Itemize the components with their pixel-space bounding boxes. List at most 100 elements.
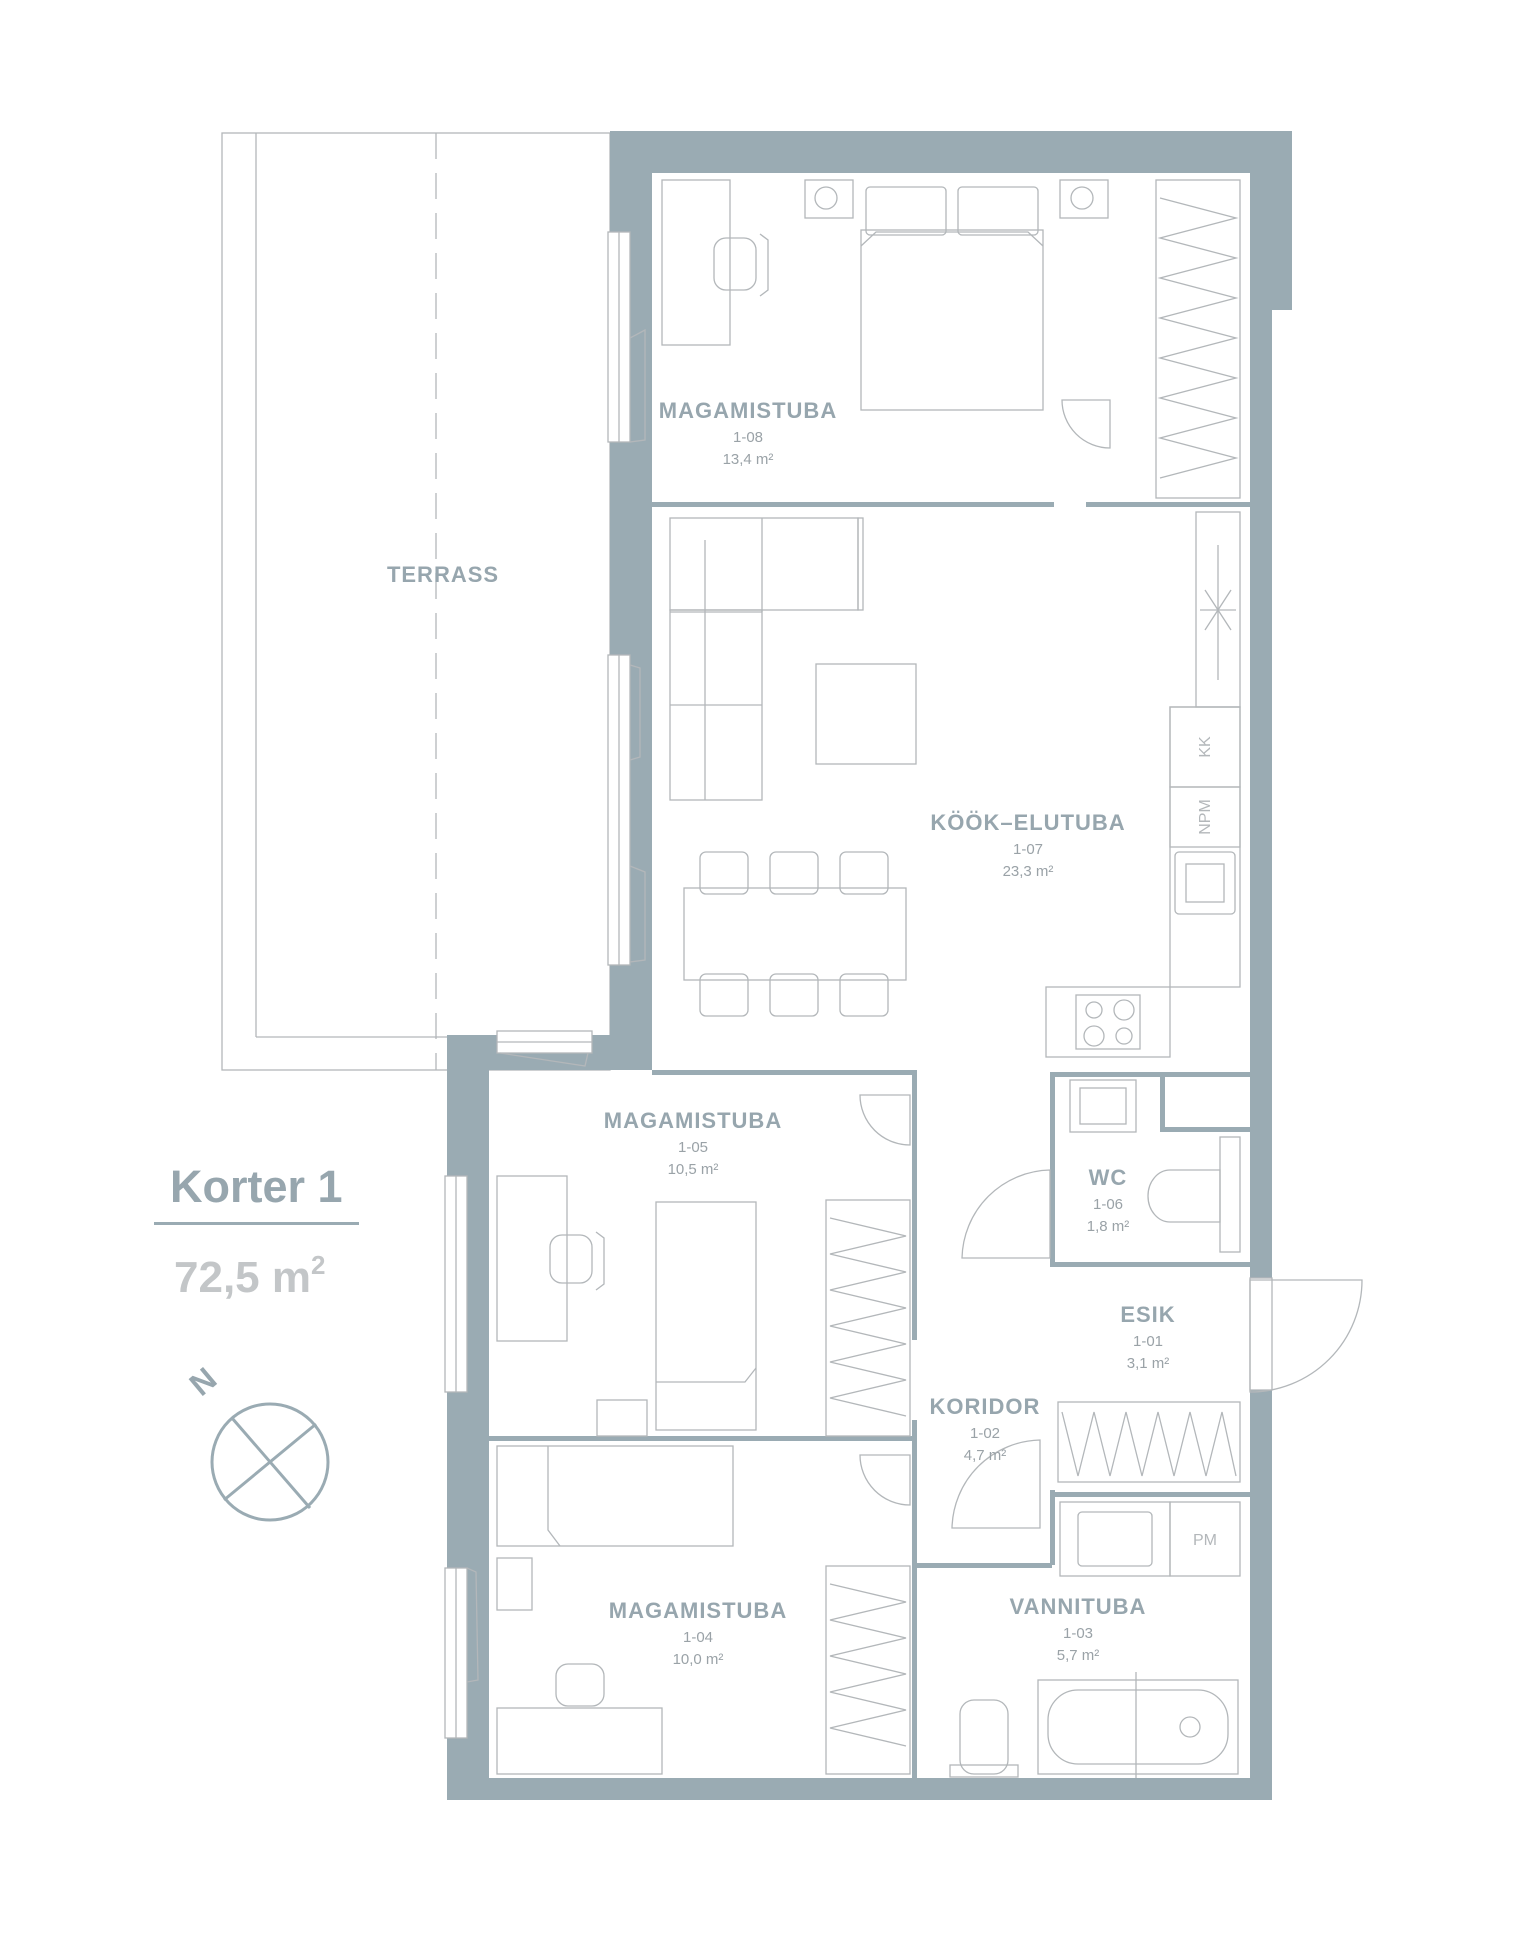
wall-kitchen-bottom — [652, 1070, 916, 1075]
svg-text:1-01: 1-01 — [1133, 1333, 1163, 1350]
bedroom-104-furniture — [496, 1445, 911, 1775]
toilet — [1147, 1169, 1221, 1223]
office-chair — [549, 1234, 593, 1284]
svg-text:MAGAMISTUBA: MAGAMISTUBA — [609, 1598, 787, 1623]
desk — [661, 179, 731, 346]
svg-text:1-02: 1-02 — [970, 1425, 1000, 1442]
bedroom-105-furniture — [496, 1094, 911, 1437]
wall-bedroom-108-bottom-right — [1086, 502, 1250, 507]
room-label-103: VANNITUBA 1-03 5,7 m² — [1010, 1594, 1147, 1664]
desk — [496, 1707, 663, 1775]
door-swing-corridor — [951, 1439, 1041, 1529]
bathroom-toilet — [959, 1699, 1009, 1775]
svg-text:1-04: 1-04 — [683, 1629, 713, 1646]
nightstand — [596, 1399, 648, 1437]
fridge-label: KK — [1197, 736, 1214, 758]
wall-bath-top — [1050, 1492, 1250, 1497]
svg-text:13,4 m²: 13,4 m² — [723, 451, 774, 468]
washing-machine-label: PM — [1193, 1532, 1217, 1549]
washing-machine — [1169, 1501, 1241, 1577]
apartment-info: Korter 1 72,5 m2 — [154, 1161, 359, 1302]
wardrobe — [1155, 179, 1241, 499]
room-label-104: MAGAMISTUBA 1-04 10,0 m² — [609, 1598, 787, 1668]
room-label-108: MAGAMISTUBA 1-08 13,4 m² — [659, 398, 837, 468]
kitchen-sink — [1174, 851, 1236, 915]
wall-shaft-bottom — [1160, 1127, 1250, 1132]
apartment-total-area: 72,5 m2 — [174, 1250, 325, 1302]
wardrobe — [825, 1199, 911, 1437]
dining-chairs — [699, 851, 889, 1017]
room-label-106: WC 1-06 1,8 m² — [1087, 1165, 1130, 1235]
single-bed — [655, 1201, 757, 1431]
wall-bedroom-105-bottom — [489, 1436, 916, 1441]
coffee-table — [815, 663, 917, 765]
door-swing-104 — [859, 1454, 911, 1506]
nightstand — [496, 1557, 533, 1611]
cooktop — [1075, 994, 1141, 1050]
door-swing-entrance — [1249, 1279, 1363, 1393]
wall-shaft-left — [1160, 1072, 1165, 1130]
title-underline — [154, 1222, 359, 1225]
svg-text:1-07: 1-07 — [1013, 841, 1043, 858]
shower-drain — [1179, 1716, 1201, 1738]
svg-text:MAGAMISTUBA: MAGAMISTUBA — [604, 1108, 782, 1133]
wall-bath-left-upper — [1050, 1490, 1055, 1565]
room-labels: MAGAMISTUBA 1-08 13,4 m² KÖÖK–ELUTUBA 1-… — [604, 398, 1175, 1668]
entrance-door-frame — [1249, 1277, 1273, 1391]
north-label: N — [183, 1360, 224, 1402]
wc-sink — [1069, 1079, 1137, 1133]
dining-table — [683, 887, 907, 981]
svg-text:1-08: 1-08 — [733, 429, 763, 446]
washbasin-counter — [1059, 1501, 1171, 1577]
bedroom-108-furniture — [661, 179, 1241, 499]
hall-wardrobe — [1057, 1401, 1241, 1483]
office-chair — [555, 1663, 605, 1707]
desk — [496, 1175, 568, 1342]
single-bed — [496, 1445, 734, 1547]
svg-text:KORIDOR: KORIDOR — [930, 1394, 1041, 1419]
nightstand-lamp-right — [1070, 186, 1094, 210]
svg-text:1-06: 1-06 — [1093, 1196, 1123, 1213]
walls — [447, 131, 1292, 1800]
terrace-label: TERRASS — [387, 562, 499, 587]
terrace: TERRASS — [221, 132, 611, 1071]
compass: N — [183, 1360, 330, 1522]
nightstand-lamp-left — [814, 186, 838, 210]
svg-text:KÖÖK–ELUTUBA: KÖÖK–ELUTUBA — [930, 810, 1125, 835]
wall-wc-bottom — [1050, 1262, 1250, 1267]
room-label-107: KÖÖK–ELUTUBA 1-07 23,3 m² — [930, 810, 1125, 880]
dishwasher-label: NPM — [1197, 799, 1214, 835]
svg-text:VANNITUBA: VANNITUBA — [1010, 1594, 1147, 1619]
washbasin — [1077, 1511, 1153, 1567]
svg-text:23,3 m²: 23,3 m² — [1003, 863, 1054, 880]
wall-corridor-left-upper — [912, 1070, 917, 1340]
entrance-fixtures — [1057, 1277, 1363, 1483]
wall-corridor-left-lower — [912, 1420, 917, 1778]
svg-text:1-03: 1-03 — [1063, 1625, 1093, 1642]
svg-text:ESIK: ESIK — [1120, 1302, 1175, 1327]
svg-text:10,0 m²: 10,0 m² — [673, 1651, 724, 1668]
room-label-101: ESIK 1-01 3,1 m² — [1120, 1302, 1175, 1372]
wc-fixtures — [961, 1079, 1241, 1259]
svg-text:MAGAMISTUBA: MAGAMISTUBA — [659, 398, 837, 423]
wall-bedroom-108-bottom-left — [652, 502, 1054, 507]
office-chair — [713, 237, 757, 291]
room-label-105: MAGAMISTUBA 1-05 10,5 m² — [604, 1108, 782, 1178]
svg-text:4,7 m²: 4,7 m² — [964, 1447, 1007, 1464]
svg-text:10,5 m²: 10,5 m² — [668, 1161, 719, 1178]
door-swing-108 — [1061, 399, 1111, 449]
windows — [444, 231, 646, 1739]
toilet-tank — [1219, 1136, 1241, 1253]
corridor-doors — [859, 1439, 1041, 1529]
dishwasher — [1169, 786, 1241, 848]
room-label-102: KORIDOR 1-02 4,7 m² — [930, 1394, 1041, 1464]
stove-counter — [1045, 986, 1171, 1058]
sofa — [669, 517, 859, 611]
compass-circle-icon — [210, 1402, 330, 1522]
door-swing-wc — [961, 1169, 1051, 1259]
kitchen-living-furniture: KK NPM — [669, 511, 1241, 1058]
svg-text:WC: WC — [1089, 1165, 1128, 1190]
wardrobe — [825, 1565, 911, 1775]
wall-wc-top — [1050, 1072, 1250, 1077]
